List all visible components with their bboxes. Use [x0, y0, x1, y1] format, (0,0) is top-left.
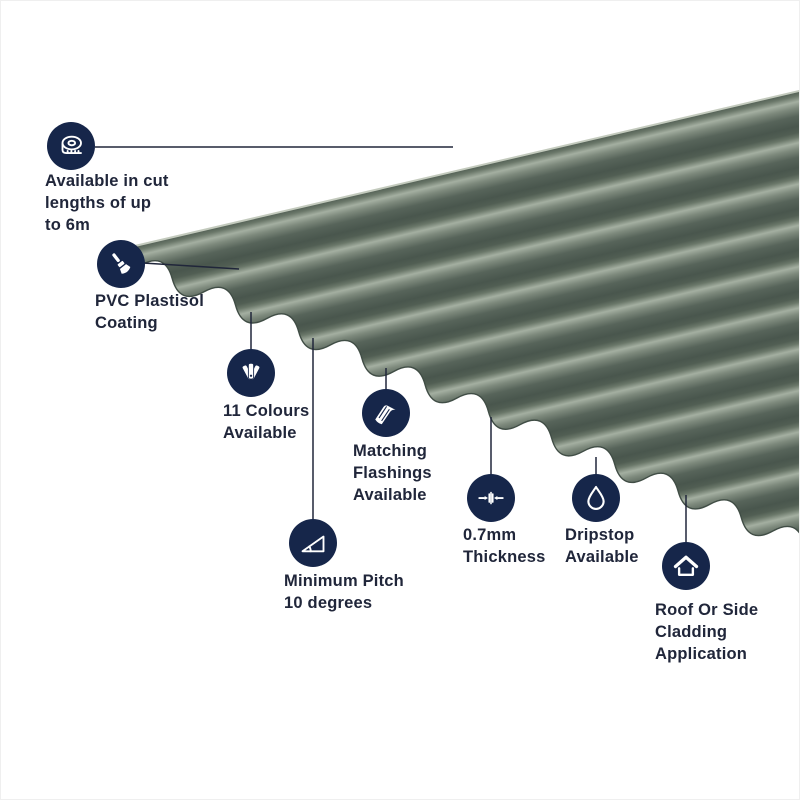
- tape-measure-icon: [61, 135, 82, 154]
- cut-length-badge: [47, 122, 95, 170]
- thickness-label: 0.7mm Thickness: [463, 526, 546, 566]
- flashing-icon: [375, 405, 396, 425]
- sheet-top-edge: [108, 89, 799, 253]
- pitch-label: Minimum Pitch 10 degrees: [284, 572, 404, 612]
- sheet-front-edge: [108, 251, 799, 537]
- paintbrush-icon: [112, 253, 131, 274]
- colours-label: 11 Colours Available: [223, 402, 310, 442]
- pvc-coating-label: PVC Plastisol Coating: [95, 292, 204, 332]
- thickness-badge: [467, 474, 515, 522]
- droplet-icon: [587, 485, 605, 510]
- pvc-coating-badge: [97, 240, 145, 288]
- thickness-icon: [478, 491, 504, 505]
- flashings-badge: [362, 389, 410, 437]
- cladding-label: Roof Or Side Cladding Application: [655, 601, 759, 663]
- dripstop-label: Dripstop Available: [565, 526, 639, 566]
- colours-badge: [227, 349, 275, 397]
- colour-swatch-icon: [241, 362, 261, 381]
- cladding-badge: [662, 542, 710, 590]
- cut-length-label: Available in cut lengths of up to 6m: [45, 172, 169, 234]
- house-icon: [673, 555, 699, 576]
- pitch-angle-icon: [301, 535, 325, 553]
- flashings-label: Matching Flashings Available: [353, 442, 432, 504]
- dripstop-badge: [572, 474, 620, 522]
- pitch-badge: [289, 519, 337, 567]
- corrugated-sheet: [109, 90, 799, 536]
- connector-line-pvc-coating: [142, 262, 240, 270]
